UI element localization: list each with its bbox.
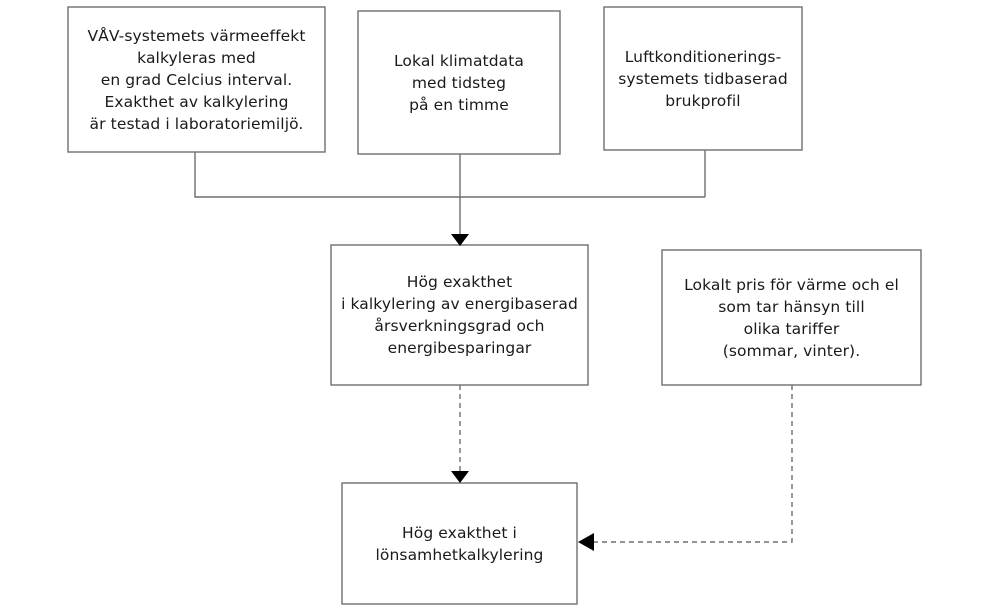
local-price-heat-and-electricity-box <box>661 249 922 386</box>
connector-vav-to-bus <box>194 152 705 198</box>
arrow-head-left-dashed-icon <box>578 533 594 551</box>
local-climate-data-box <box>357 10 561 155</box>
arrow-head-down-dashed-icon <box>451 471 469 483</box>
connector-local-price-to-profitability <box>591 385 793 543</box>
high-accuracy-profitability-calculation-box <box>341 482 578 605</box>
air-conditioning-usage-profile-box <box>603 6 803 151</box>
arrow-head-down-icon <box>451 234 469 246</box>
vav-system-heat-effect-box <box>67 6 326 153</box>
high-accuracy-energy-calculation-box <box>330 244 589 386</box>
